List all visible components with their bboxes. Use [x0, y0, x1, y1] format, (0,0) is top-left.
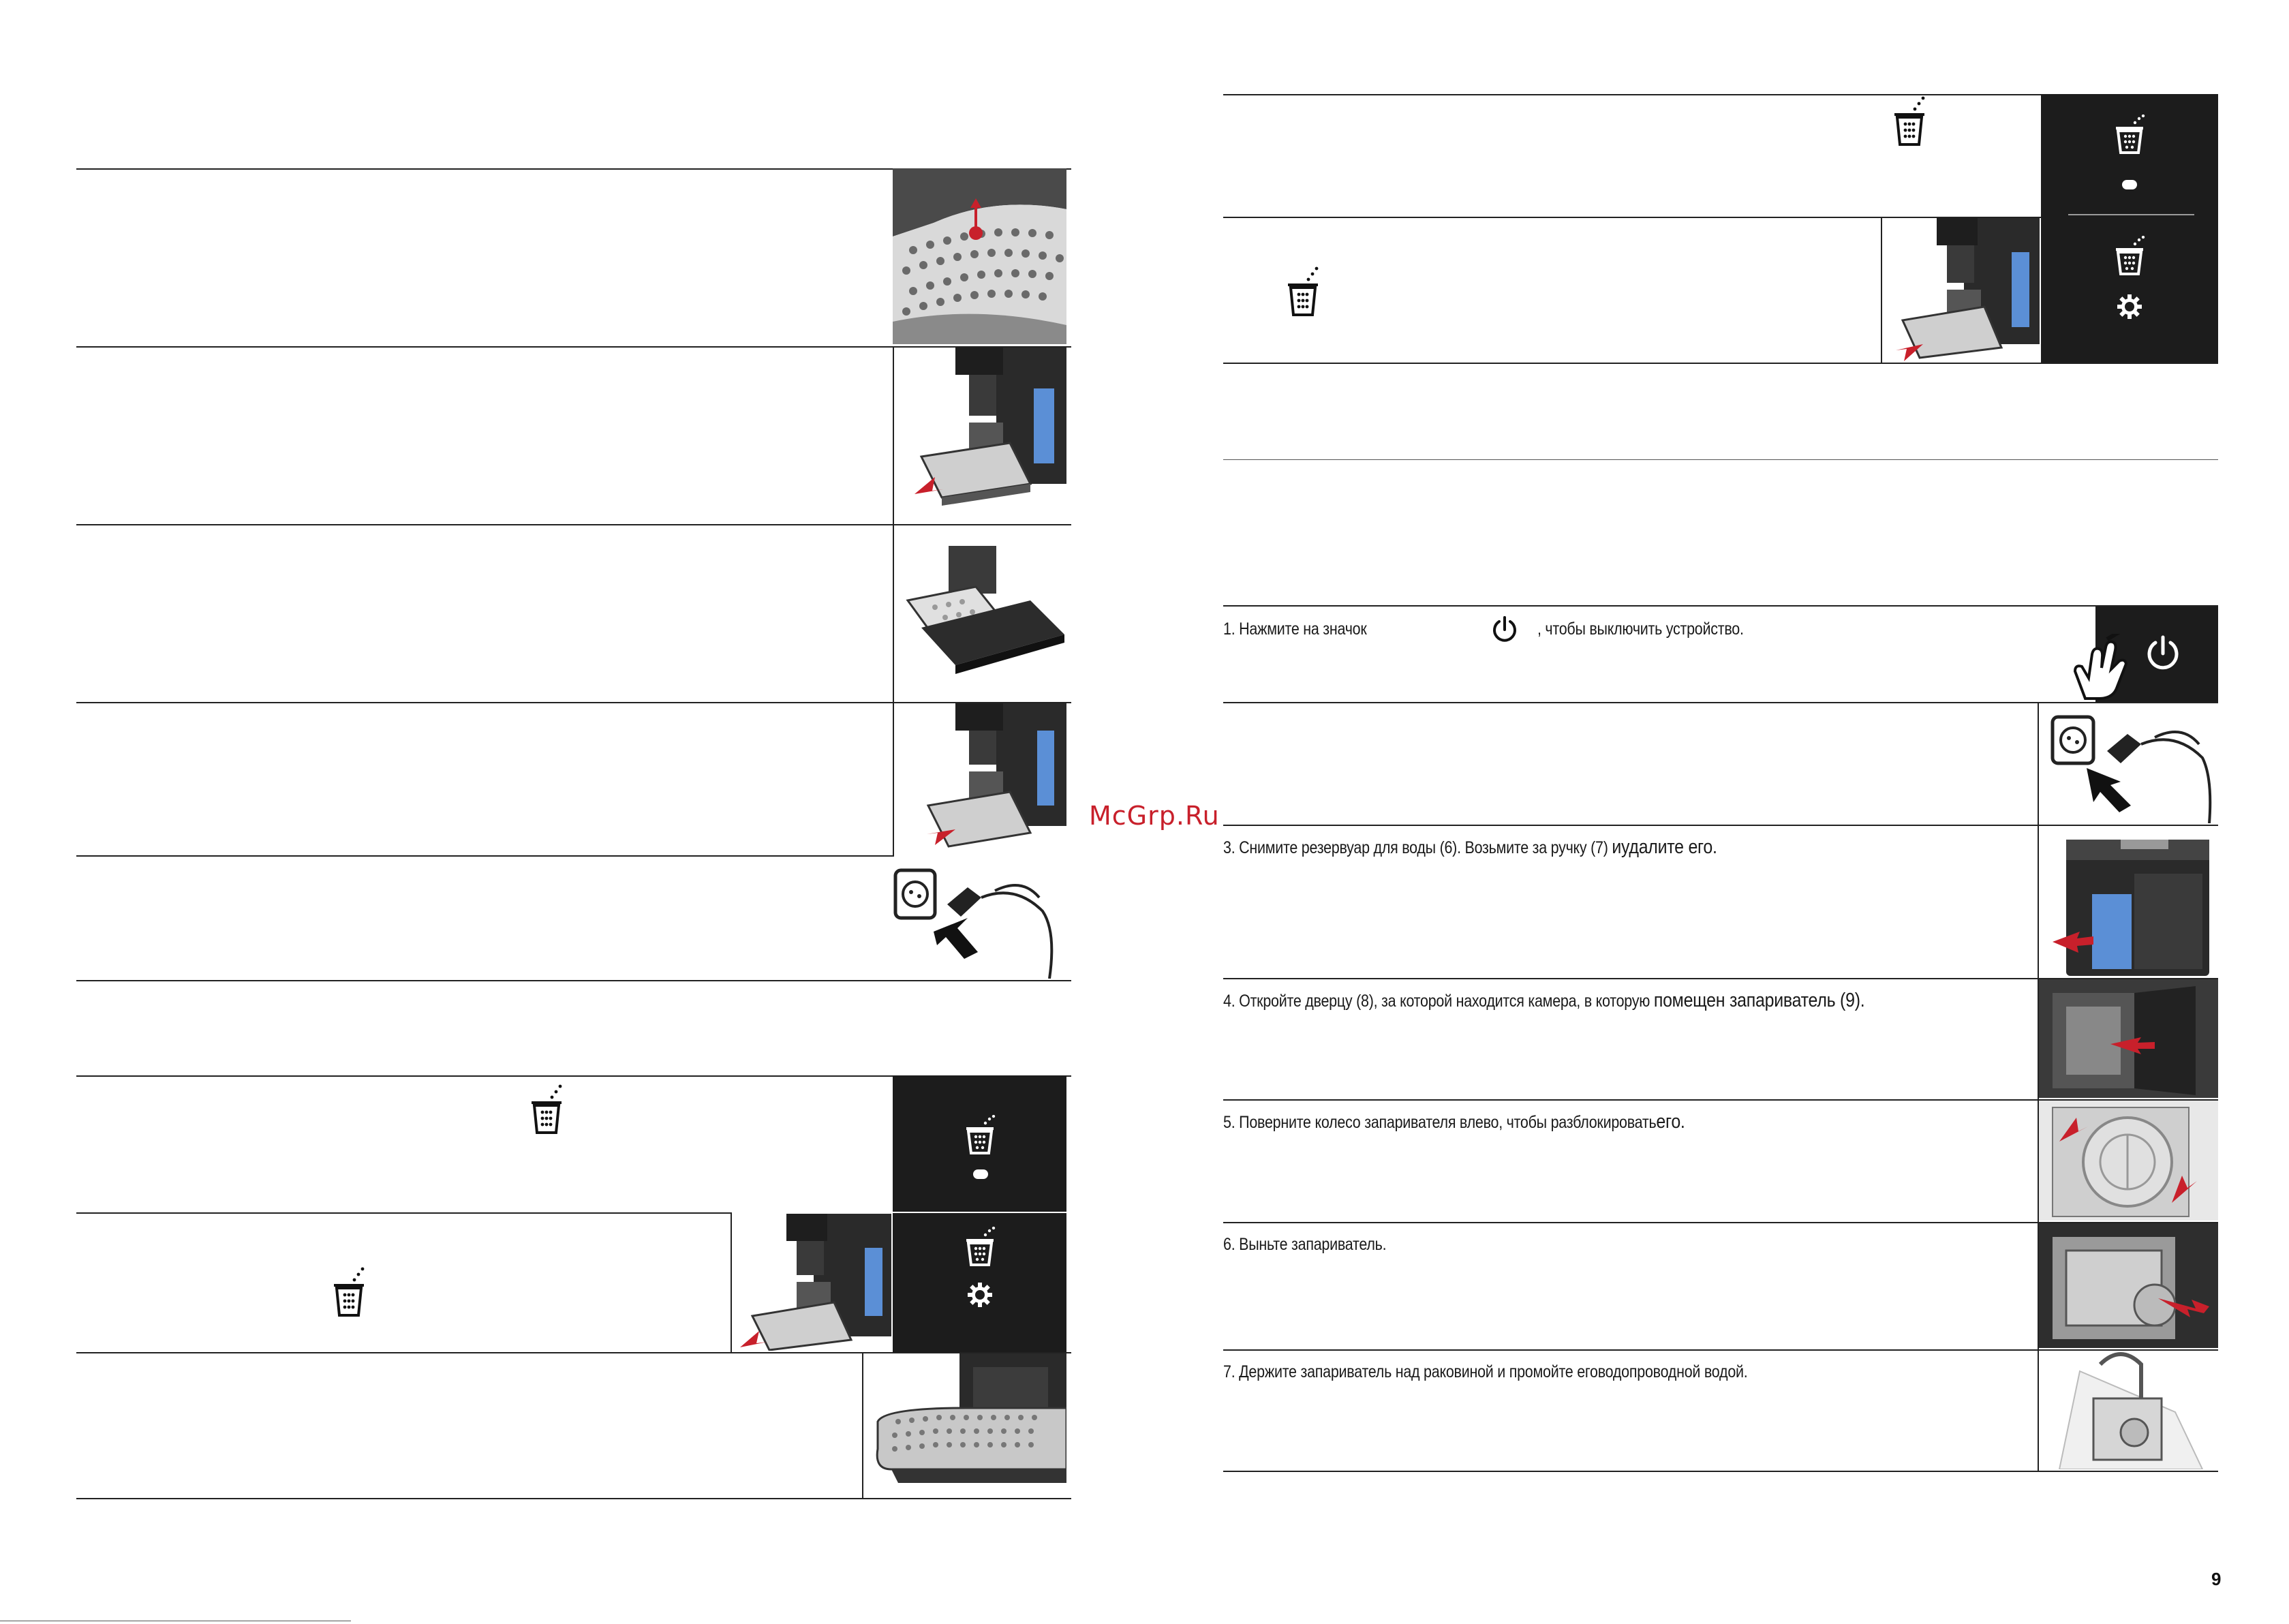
- vsep-right-3: [2038, 825, 2039, 978]
- unlock-brew-group-illustration: [2039, 1101, 2218, 1221]
- rule-left-10: [76, 1498, 1071, 1499]
- remove-drip-tray-illustration-right: [1882, 218, 2040, 361]
- step-7-text-main: 7. Держите запариватель над раковиной и …: [1223, 1362, 1606, 1381]
- step-4-text-big: помещен запариватель (9).: [1653, 990, 1865, 1011]
- grounds-bin-icon: [1894, 96, 1925, 146]
- step-5-text: 5. Поверните колесо запаривателя влево, …: [1223, 1112, 1685, 1133]
- rule-right-2: [1223, 217, 2218, 218]
- step-3-text: 3. Снимите резервуар для воды (6). Возьм…: [1223, 837, 1717, 858]
- step-4-text-main: 4. Откройте дверцу (8), за которой наход…: [1223, 992, 1654, 1011]
- gear-icon: [2117, 294, 2142, 319]
- step-5-text-big: его.: [1656, 1111, 1685, 1133]
- page-number: 9: [2211, 1569, 2222, 1589]
- grounds-bin-icon: [334, 1267, 365, 1317]
- panel-divider-line: [2068, 214, 2194, 215]
- display-panel-divider: [893, 1212, 1066, 1213]
- display-panel-bin-empty-right: [2041, 94, 2218, 217]
- remove-drip-tray-illustration-2: [732, 1214, 891, 1351]
- rule-right-12: [1223, 1471, 2218, 1472]
- step-1-text: 1. Нажмите на значок: [1223, 619, 1367, 639]
- grounds-bin-icon: [532, 1084, 562, 1134]
- open-door-illustration: [2039, 979, 2218, 1098]
- drip-tray-indicator-illustration: [893, 168, 1066, 344]
- remove-water-tank-illustration: [2039, 826, 2218, 977]
- grounds-bin-icon: [966, 1115, 996, 1154]
- drip-tray-parts-illustration: [894, 525, 1066, 700]
- insert-drip-tray-illustration: [894, 703, 1066, 854]
- display-panel-bin-gear: [893, 1213, 1066, 1352]
- rule-right-8: [1223, 978, 2218, 979]
- rule-right-6: [1223, 702, 2218, 703]
- drip-tray-closeup-illustration: [864, 1353, 1066, 1497]
- step-3-text-main: 3. Снимите резервуар для воды (6). Возьм…: [1223, 838, 1612, 857]
- grounds-bin-icon: [2116, 236, 2145, 275]
- rinse-brew-group-illustration: [2039, 1351, 2218, 1469]
- rule-right-1: [1223, 94, 2218, 95]
- vsep-left-1: [893, 346, 894, 702]
- rule-left-4: [76, 702, 1071, 703]
- vsep-right-2: [2038, 702, 2039, 825]
- watermark: McGrp.Ru: [1089, 801, 1220, 831]
- rule-right-7: [1223, 825, 2218, 826]
- step-5-text-main: 5. Поверните колесо запаривателя влево, …: [1223, 1113, 1657, 1132]
- step-1-text-post-span: , чтобы выключить устройство.: [1537, 619, 1744, 639]
- step-7-text: 7. Держите запариватель над раковиной и …: [1223, 1362, 1748, 1382]
- rule-left-8: [76, 1212, 731, 1214]
- vsep-right-6: [2038, 1222, 2039, 1349]
- grounds-bin-icon: [1288, 266, 1319, 316]
- step-3-text-big: иудалите его.: [1612, 836, 1717, 858]
- rule-right-10: [1223, 1222, 2218, 1223]
- rule-left-1: [76, 168, 1071, 170]
- step-6-text: 6. Выньте запариватель.: [1223, 1234, 1387, 1255]
- hand-pointer-icon: [2073, 634, 2128, 700]
- vsep-left-3: [731, 1212, 732, 1352]
- step-7-text-tail: одопроводной водой.: [1605, 1362, 1748, 1381]
- vsep-right-top: [1881, 217, 1882, 363]
- rule-right-4: [1223, 459, 2218, 460]
- step-6-text-main: 6. Выньте запариватель.: [1223, 1235, 1387, 1254]
- unplug-illustration: [2039, 703, 2218, 823]
- rule-left-5: [76, 855, 894, 857]
- power-icon: [1493, 616, 1516, 642]
- rule-right-3: [1223, 363, 2218, 364]
- gear-icon: [968, 1283, 992, 1307]
- rule-left-6: [76, 980, 1071, 981]
- remove-drip-tray-illustration: [894, 348, 1066, 522]
- vsep-left-4: [862, 1352, 863, 1498]
- step-1-text-pre: 1. Нажмите на значок: [1223, 619, 1367, 639]
- rule-right-9: [1223, 1099, 2218, 1101]
- rule-right-11: [1223, 1349, 2218, 1351]
- remove-brew-group-illustration: [2039, 1223, 2218, 1348]
- indicator-dot: [973, 1169, 988, 1179]
- display-panel-bin-empty: [893, 1075, 1066, 1212]
- grounds-bin-icon: [966, 1227, 996, 1266]
- power-icon: [2147, 635, 2179, 670]
- step-1-text-post: , чтобы выключить устройство.: [1537, 619, 1744, 639]
- display-panel-bin-gear-right: [2041, 217, 2218, 363]
- rule-left-9: [76, 1352, 1071, 1353]
- vsep-right-4: [2038, 978, 2039, 1099]
- rule-right-5: [1223, 605, 2218, 607]
- grounds-bin-icon: [2116, 114, 2145, 154]
- rule-left-2: [76, 346, 1071, 348]
- vsep-left-2: [893, 702, 894, 855]
- vsep-right-7: [2038, 1349, 2039, 1471]
- rule-left-3: [76, 524, 1071, 525]
- plug-in-illustration: [893, 857, 1066, 979]
- vsep-right-5: [2038, 1099, 2039, 1222]
- indicator-dot: [2122, 180, 2137, 189]
- step-4-text: 4. Откройте дверцу (8), за которой наход…: [1223, 990, 1865, 1011]
- rule-left-7: [76, 1075, 1071, 1077]
